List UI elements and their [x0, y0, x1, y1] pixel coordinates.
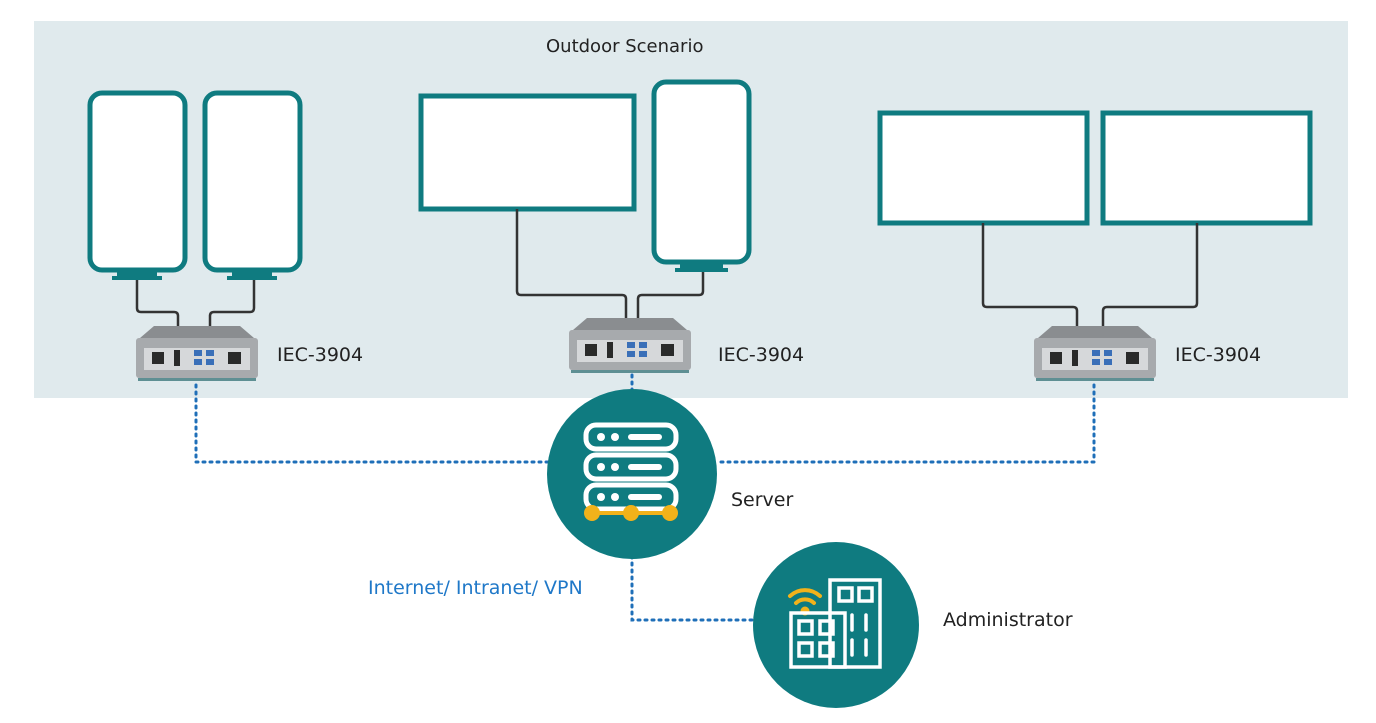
device-foot: [1036, 378, 1154, 381]
hdmi-cable: [981, 223, 1079, 330]
usb-port: [206, 359, 214, 365]
usb-port: [639, 342, 647, 348]
usb-port: [194, 350, 202, 356]
display-group-1: [87, 90, 303, 330]
device-top: [573, 318, 687, 330]
display-stand: [680, 262, 723, 268]
hdmi-port: [1072, 350, 1078, 366]
network-node-icon: [584, 505, 678, 521]
device-foot: [138, 378, 256, 381]
server-node: [547, 389, 717, 559]
portrait-display: [651, 79, 752, 265]
network-link: [714, 383, 1096, 464]
device-label: IEC-3904: [1175, 344, 1262, 366]
usb-port: [1092, 350, 1100, 356]
server-rack-icon: [583, 422, 679, 512]
admin-circle: [753, 542, 919, 708]
display-group-2: [418, 79, 752, 322]
server-label: Server: [731, 489, 794, 511]
device-top: [1038, 326, 1152, 338]
device-foot: [571, 370, 689, 373]
display-stand-base: [675, 268, 728, 272]
usb-port: [1104, 359, 1112, 365]
lan-port: [585, 344, 597, 356]
lan-port: [228, 352, 241, 364]
hdmi-port: [174, 350, 180, 366]
hdmi-cable: [135, 280, 180, 330]
device-top: [140, 326, 254, 338]
usb-port: [627, 351, 635, 357]
device-label: IEC-3904: [718, 344, 805, 366]
usb-port: [1092, 359, 1100, 365]
network-link: [630, 554, 758, 622]
usb-port: [206, 350, 214, 356]
hdmi-cable: [1101, 223, 1199, 330]
display-stand: [232, 270, 272, 276]
network-label: Internet/ Intranet/ VPN: [368, 577, 583, 599]
mini-pc-device: [1034, 326, 1156, 381]
usb-port: [639, 351, 647, 357]
server-circle: [547, 389, 717, 559]
admin-node: [753, 542, 919, 708]
hdmi-port: [607, 342, 613, 358]
landscape-display: [877, 110, 1090, 226]
building-wifi-icon: [788, 578, 882, 669]
hdmi-cable: [636, 272, 705, 322]
usb-port: [627, 342, 635, 348]
display-stand-base: [112, 276, 162, 280]
hdmi-cable: [208, 280, 256, 330]
lan-port: [1050, 352, 1062, 364]
scenario-title: Outdoor Scenario: [546, 36, 704, 57]
lan-port: [152, 352, 164, 364]
display-group-3: [877, 110, 1313, 330]
portrait-display: [202, 90, 303, 273]
landscape-display: [1100, 110, 1313, 226]
mini-pc-device: [136, 326, 258, 381]
mini-pc-device: [569, 318, 691, 373]
lan-port: [661, 344, 674, 356]
server-led-icons: [597, 433, 662, 501]
device-label: IEC-3904: [277, 344, 364, 366]
usb-port: [1104, 350, 1112, 356]
lan-port: [1126, 352, 1139, 364]
network-link: [194, 383, 554, 464]
admin-label: Administrator: [943, 609, 1073, 631]
display-stand-base: [227, 276, 277, 280]
hdmi-cable: [515, 209, 628, 322]
portrait-display: [87, 90, 188, 273]
landscape-display: [418, 93, 637, 212]
usb-port: [194, 359, 202, 365]
display-stand: [117, 270, 157, 276]
